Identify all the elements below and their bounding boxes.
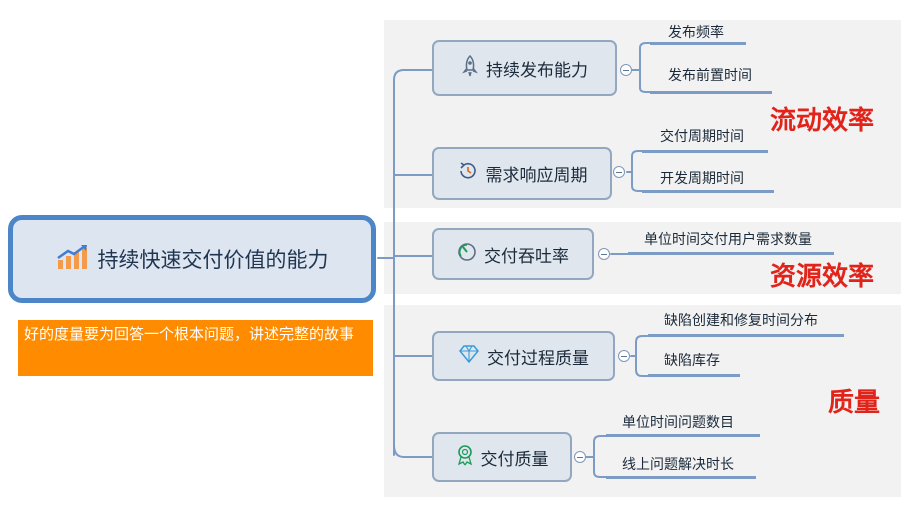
chart-growth-icon <box>56 243 88 275</box>
rocket-icon <box>461 54 479 82</box>
award-badge-icon <box>456 444 474 471</box>
leaf-link-1a <box>639 42 651 49</box>
leaf-underline <box>628 252 834 255</box>
leaf-link-4b <box>635 369 649 377</box>
note-text: 好的度量要为回答一个根本问题，讲述完整的故事 <box>24 325 355 343</box>
branch-label: 持续发布能力 <box>486 60 588 81</box>
branch-connector-5 <box>393 444 433 458</box>
leaf-release-lead-time[interactable]: 发布前置时间 <box>668 68 752 84</box>
clock-refresh-icon <box>457 160 479 187</box>
branch-label: 需求响应周期 <box>485 166 588 186</box>
collapse-toggle-2[interactable] <box>613 166 625 178</box>
leaf-defect-creation-fix-time-distribution[interactable]: 缺陷创建和修复时间分布 <box>664 313 818 329</box>
leaf-underline <box>606 476 756 479</box>
diamond-icon <box>458 344 480 369</box>
branch-topic-demand-response-cycle[interactable]: 需求响应周期 <box>432 147 612 200</box>
leaf-requirements-delivered-per-unit-time[interactable]: 单位时间交付用户需求数量 <box>644 232 812 248</box>
collapse-toggle-1[interactable] <box>620 64 632 76</box>
leaf-issues-per-unit-time[interactable]: 单位时间问题数目 <box>622 415 734 431</box>
leaf-defect-inventory[interactable]: 缺陷库存 <box>664 353 720 369</box>
category-label-resource-efficiency: 资源效率 <box>770 262 875 292</box>
leaf-link-4a <box>635 335 649 343</box>
collapse-toggle-3[interactable] <box>598 248 610 260</box>
note-box: 好的度量要为回答一个根本问题，讲述完整的故事 <box>18 320 373 376</box>
category-label-quality: 质量 <box>828 388 881 418</box>
branch-topic-delivery-throughput[interactable]: 交付吞吐率 <box>432 228 594 280</box>
leaf-underline <box>642 190 774 193</box>
leaf-link-5b <box>593 471 607 478</box>
leaf-underline <box>650 91 772 94</box>
leaf-link-2b <box>631 185 643 192</box>
branch-topic-delivery-process-quality[interactable]: 交付过程质量 <box>432 331 615 381</box>
leaf-link-2a <box>631 150 643 157</box>
gauge-icon <box>457 242 477 267</box>
branch-label: 交付质量 <box>480 449 549 470</box>
collapse-toggle-4[interactable] <box>618 350 630 362</box>
branch-label: 交付过程质量 <box>487 348 589 369</box>
leaf-delivery-cycle-time[interactable]: 交付周期时间 <box>660 129 744 145</box>
branch-label: 交付吞吐率 <box>484 246 569 267</box>
branch-topic-continuous-release[interactable]: 持续发布能力 <box>432 40 617 96</box>
leaf-underline <box>606 434 760 437</box>
leaf-link-1b <box>639 87 651 93</box>
leaf-underline <box>648 374 740 377</box>
branch-connector-1 <box>393 69 433 81</box>
branch-topic-delivery-quality[interactable]: 交付质量 <box>432 432 572 482</box>
category-label-flow-efficiency: 流动效率 <box>770 106 875 136</box>
leaf-release-frequency[interactable]: 发布频率 <box>668 25 724 41</box>
leaf-development-cycle-time[interactable]: 开发周期时间 <box>660 171 744 187</box>
root-topic[interactable]: 持续快速交付价值的能力 <box>8 215 376 303</box>
collapse-toggle-5[interactable] <box>574 451 586 463</box>
leaf-underline <box>642 150 768 153</box>
leaf-online-issue-resolution-time[interactable]: 线上问题解决时长 <box>622 457 734 473</box>
leaf-link-5a <box>593 435 607 443</box>
leaf-underline <box>650 42 746 45</box>
root-label: 持续快速交付价值的能力 <box>97 248 329 272</box>
leaf-underline <box>648 334 844 337</box>
